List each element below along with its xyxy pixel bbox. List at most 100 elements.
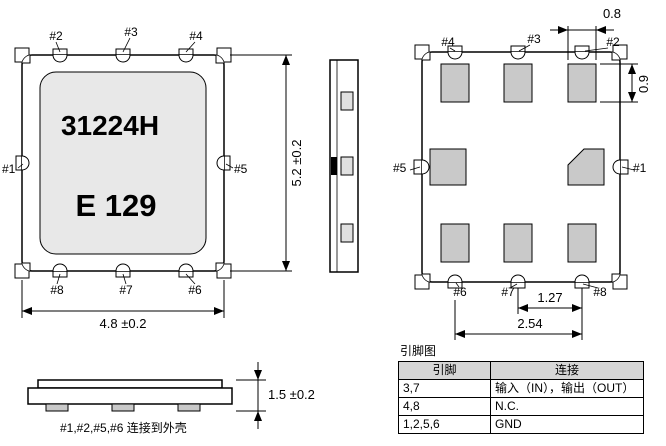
pin-table-title: 引脚图 bbox=[400, 344, 437, 358]
pin-table-row: 1,2,5,6 GND bbox=[398, 415, 644, 434]
marking-model: 31224H bbox=[61, 110, 159, 141]
dim-body-width bbox=[21, 280, 225, 318]
pad-6 bbox=[440, 223, 470, 263]
castellation-notch bbox=[574, 274, 590, 282]
case-connection-note: #1,#2,#5,#6 连接到外壳 bbox=[60, 420, 187, 435]
pin-label-4: #4 bbox=[189, 29, 203, 43]
terminal-profile bbox=[111, 403, 135, 412]
bottom-view: #4 #3 #2 #5 #1 #6 #7 #8 0.8 bbox=[393, 6, 651, 340]
pin-table-header-pin: 引脚 bbox=[398, 361, 491, 380]
pad-1-chamfered bbox=[567, 148, 605, 186]
pin-cell: 4,8 bbox=[398, 397, 491, 416]
pin-label-5: #5 bbox=[393, 161, 407, 175]
dim-total-height bbox=[236, 362, 266, 429]
side-view-right bbox=[329, 59, 359, 273]
dim-pitch-label: 1.27 bbox=[537, 290, 562, 305]
dim-pad-height-label: 0.9 bbox=[636, 75, 651, 93]
castellation-notch bbox=[22, 155, 30, 171]
terminal-tab bbox=[413, 159, 423, 175]
castellation-notch bbox=[115, 55, 131, 63]
dim-pad-width bbox=[550, 26, 614, 60]
dim-body-height bbox=[230, 54, 292, 272]
dim-pad-width-label: 0.8 bbox=[603, 6, 621, 21]
corner-castellation bbox=[22, 55, 31, 64]
pad-2 bbox=[567, 63, 597, 103]
dim-body-height-label: 5.2 ±0.2 bbox=[289, 140, 304, 187]
pin-cell: 1,2,5,6 bbox=[398, 415, 491, 434]
lid-profile bbox=[37, 379, 223, 389]
pad-5 bbox=[429, 148, 467, 186]
pin-cell: 3,7 bbox=[398, 379, 491, 398]
castellation-notch bbox=[574, 52, 590, 60]
pin-label-8: #8 bbox=[593, 285, 607, 299]
pin-label-2: #2 bbox=[49, 29, 63, 43]
pin-table-row: 3,7 输入（IN），输出（OUT） bbox=[398, 379, 644, 398]
corner-castellation bbox=[611, 52, 620, 61]
side-pad bbox=[340, 91, 354, 111]
dim-pitch-total-label: 2.54 bbox=[517, 316, 542, 331]
corner-castellation bbox=[215, 55, 224, 64]
dim-pad-height bbox=[600, 63, 638, 103]
corner-castellation bbox=[611, 273, 620, 282]
pin-table-header-connection: 连接 bbox=[490, 361, 644, 380]
terminal-tab bbox=[619, 159, 629, 175]
castellation-notch bbox=[422, 159, 430, 175]
pin-label-1: #1 bbox=[633, 161, 647, 175]
pad-4 bbox=[440, 63, 470, 103]
pad-3 bbox=[503, 63, 533, 103]
pin-table-header-row: 引脚 连接 bbox=[398, 361, 644, 380]
castellation-notch bbox=[447, 274, 463, 282]
castellation-notch bbox=[216, 155, 224, 171]
castellations bbox=[22, 55, 224, 271]
castellation-notch bbox=[115, 263, 131, 271]
pin-label-3: #3 bbox=[124, 25, 138, 39]
pad-7 bbox=[503, 223, 533, 263]
side-pad bbox=[340, 223, 354, 243]
side-terminal-mark bbox=[331, 157, 337, 175]
castellation-notch bbox=[52, 263, 68, 271]
connection-cell: 输入（IN），输出（OUT） bbox=[490, 379, 644, 398]
corner-castellation bbox=[422, 273, 431, 282]
castellation-notch bbox=[510, 274, 526, 282]
corner-castellation bbox=[215, 262, 224, 271]
castellation-notch bbox=[612, 159, 620, 175]
terminal-profile bbox=[45, 403, 69, 412]
castellation-notch bbox=[52, 55, 68, 63]
pin-label-1: #1 bbox=[2, 162, 16, 176]
dim-pitch bbox=[517, 288, 583, 340]
pin-label-8: #8 bbox=[50, 283, 64, 297]
corner-castellation bbox=[422, 52, 431, 61]
dim-pitch-total bbox=[454, 300, 582, 340]
pin-label-6: #6 bbox=[453, 285, 467, 299]
connection-cell: GND bbox=[490, 415, 644, 434]
package-lid bbox=[39, 71, 207, 255]
dim-total-height-label: 1.5 ±0.2 bbox=[268, 387, 315, 402]
body-profile bbox=[27, 387, 233, 405]
side-pad bbox=[340, 156, 354, 176]
pin-leader-lines bbox=[17, 37, 234, 285]
dim-body-width-label: 4.8 ±0.2 bbox=[100, 316, 147, 331]
pin-table-section: 引脚图 引脚 连接 3,7 输入（IN），输出（OUT） 4,8 N.C. 1,… bbox=[398, 342, 644, 434]
connection-cell: N.C. bbox=[490, 397, 644, 416]
top-view: 31224H E 129 #2 #3 #4 #1 #5 #8 #7 #6 5.2… bbox=[2, 25, 304, 331]
terminal-profile bbox=[177, 403, 201, 412]
pin-label-3: #3 bbox=[527, 32, 541, 46]
pin-label-6: #6 bbox=[188, 283, 202, 297]
side-view-front: 1.5 ±0.2 bbox=[27, 362, 315, 429]
castellation-notch bbox=[178, 263, 194, 271]
pin-leader-lines bbox=[409, 44, 635, 289]
pin-table-row: 4,8 N.C. bbox=[398, 397, 644, 416]
castellation-notch bbox=[447, 52, 463, 60]
pin-table: 引脚 连接 3,7 输入（IN），输出（OUT） 4,8 N.C. 1,2,5,… bbox=[398, 361, 644, 434]
pin-label-5: #5 bbox=[234, 162, 248, 176]
pin-label-7: #7 bbox=[501, 285, 515, 299]
pad-8 bbox=[567, 223, 597, 263]
pin-label-4: #4 bbox=[441, 35, 455, 49]
pin-label-2: #2 bbox=[606, 35, 620, 49]
castellations bbox=[422, 52, 620, 282]
marking-code: E 129 bbox=[75, 188, 156, 223]
castellation-notch bbox=[178, 55, 194, 63]
corner-castellation bbox=[22, 262, 31, 271]
castellation-notch bbox=[510, 52, 526, 60]
